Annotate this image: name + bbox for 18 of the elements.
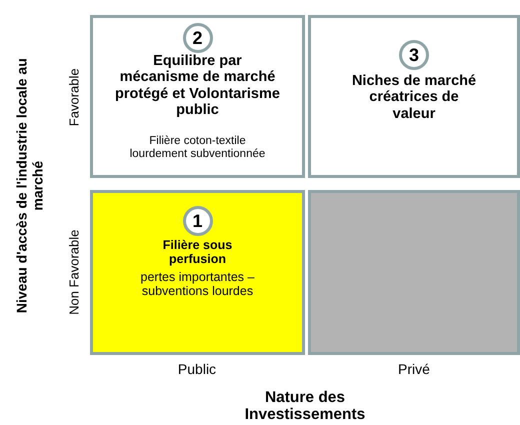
- axis-label: Privé: [397, 362, 431, 378]
- number-circle: 3: [399, 40, 429, 70]
- quadrant-box: [308, 15, 520, 178]
- number-circle: 1: [182, 206, 212, 236]
- axis-label: Favorable: [68, 66, 82, 128]
- quadrant-description: Filière coton-textile lourdement subventionnée: [128, 135, 266, 161]
- quadrant-title: Niches de marché créatrices de valeur: [350, 73, 478, 122]
- quadrant-box: [90, 15, 305, 178]
- axis-title: Niveau d'accès de l'industrie locale au marché: [14, 56, 46, 315]
- quadrant-description: pertes importantes – subventions lourdes: [140, 270, 256, 298]
- axis-title: Nature des Investissements: [244, 388, 366, 424]
- axis-label: Public: [176, 362, 218, 378]
- quadrant-title: Equilibre par mécanisme de marché protégé et Volontarisme public: [114, 53, 281, 119]
- quadrant-box: [90, 190, 305, 355]
- quadrant-box: [308, 190, 520, 355]
- quadrant-title: Filière sous perfusion: [162, 238, 234, 266]
- axis-label: Non Favorable: [68, 228, 82, 316]
- number-circle: 2: [182, 23, 212, 53]
